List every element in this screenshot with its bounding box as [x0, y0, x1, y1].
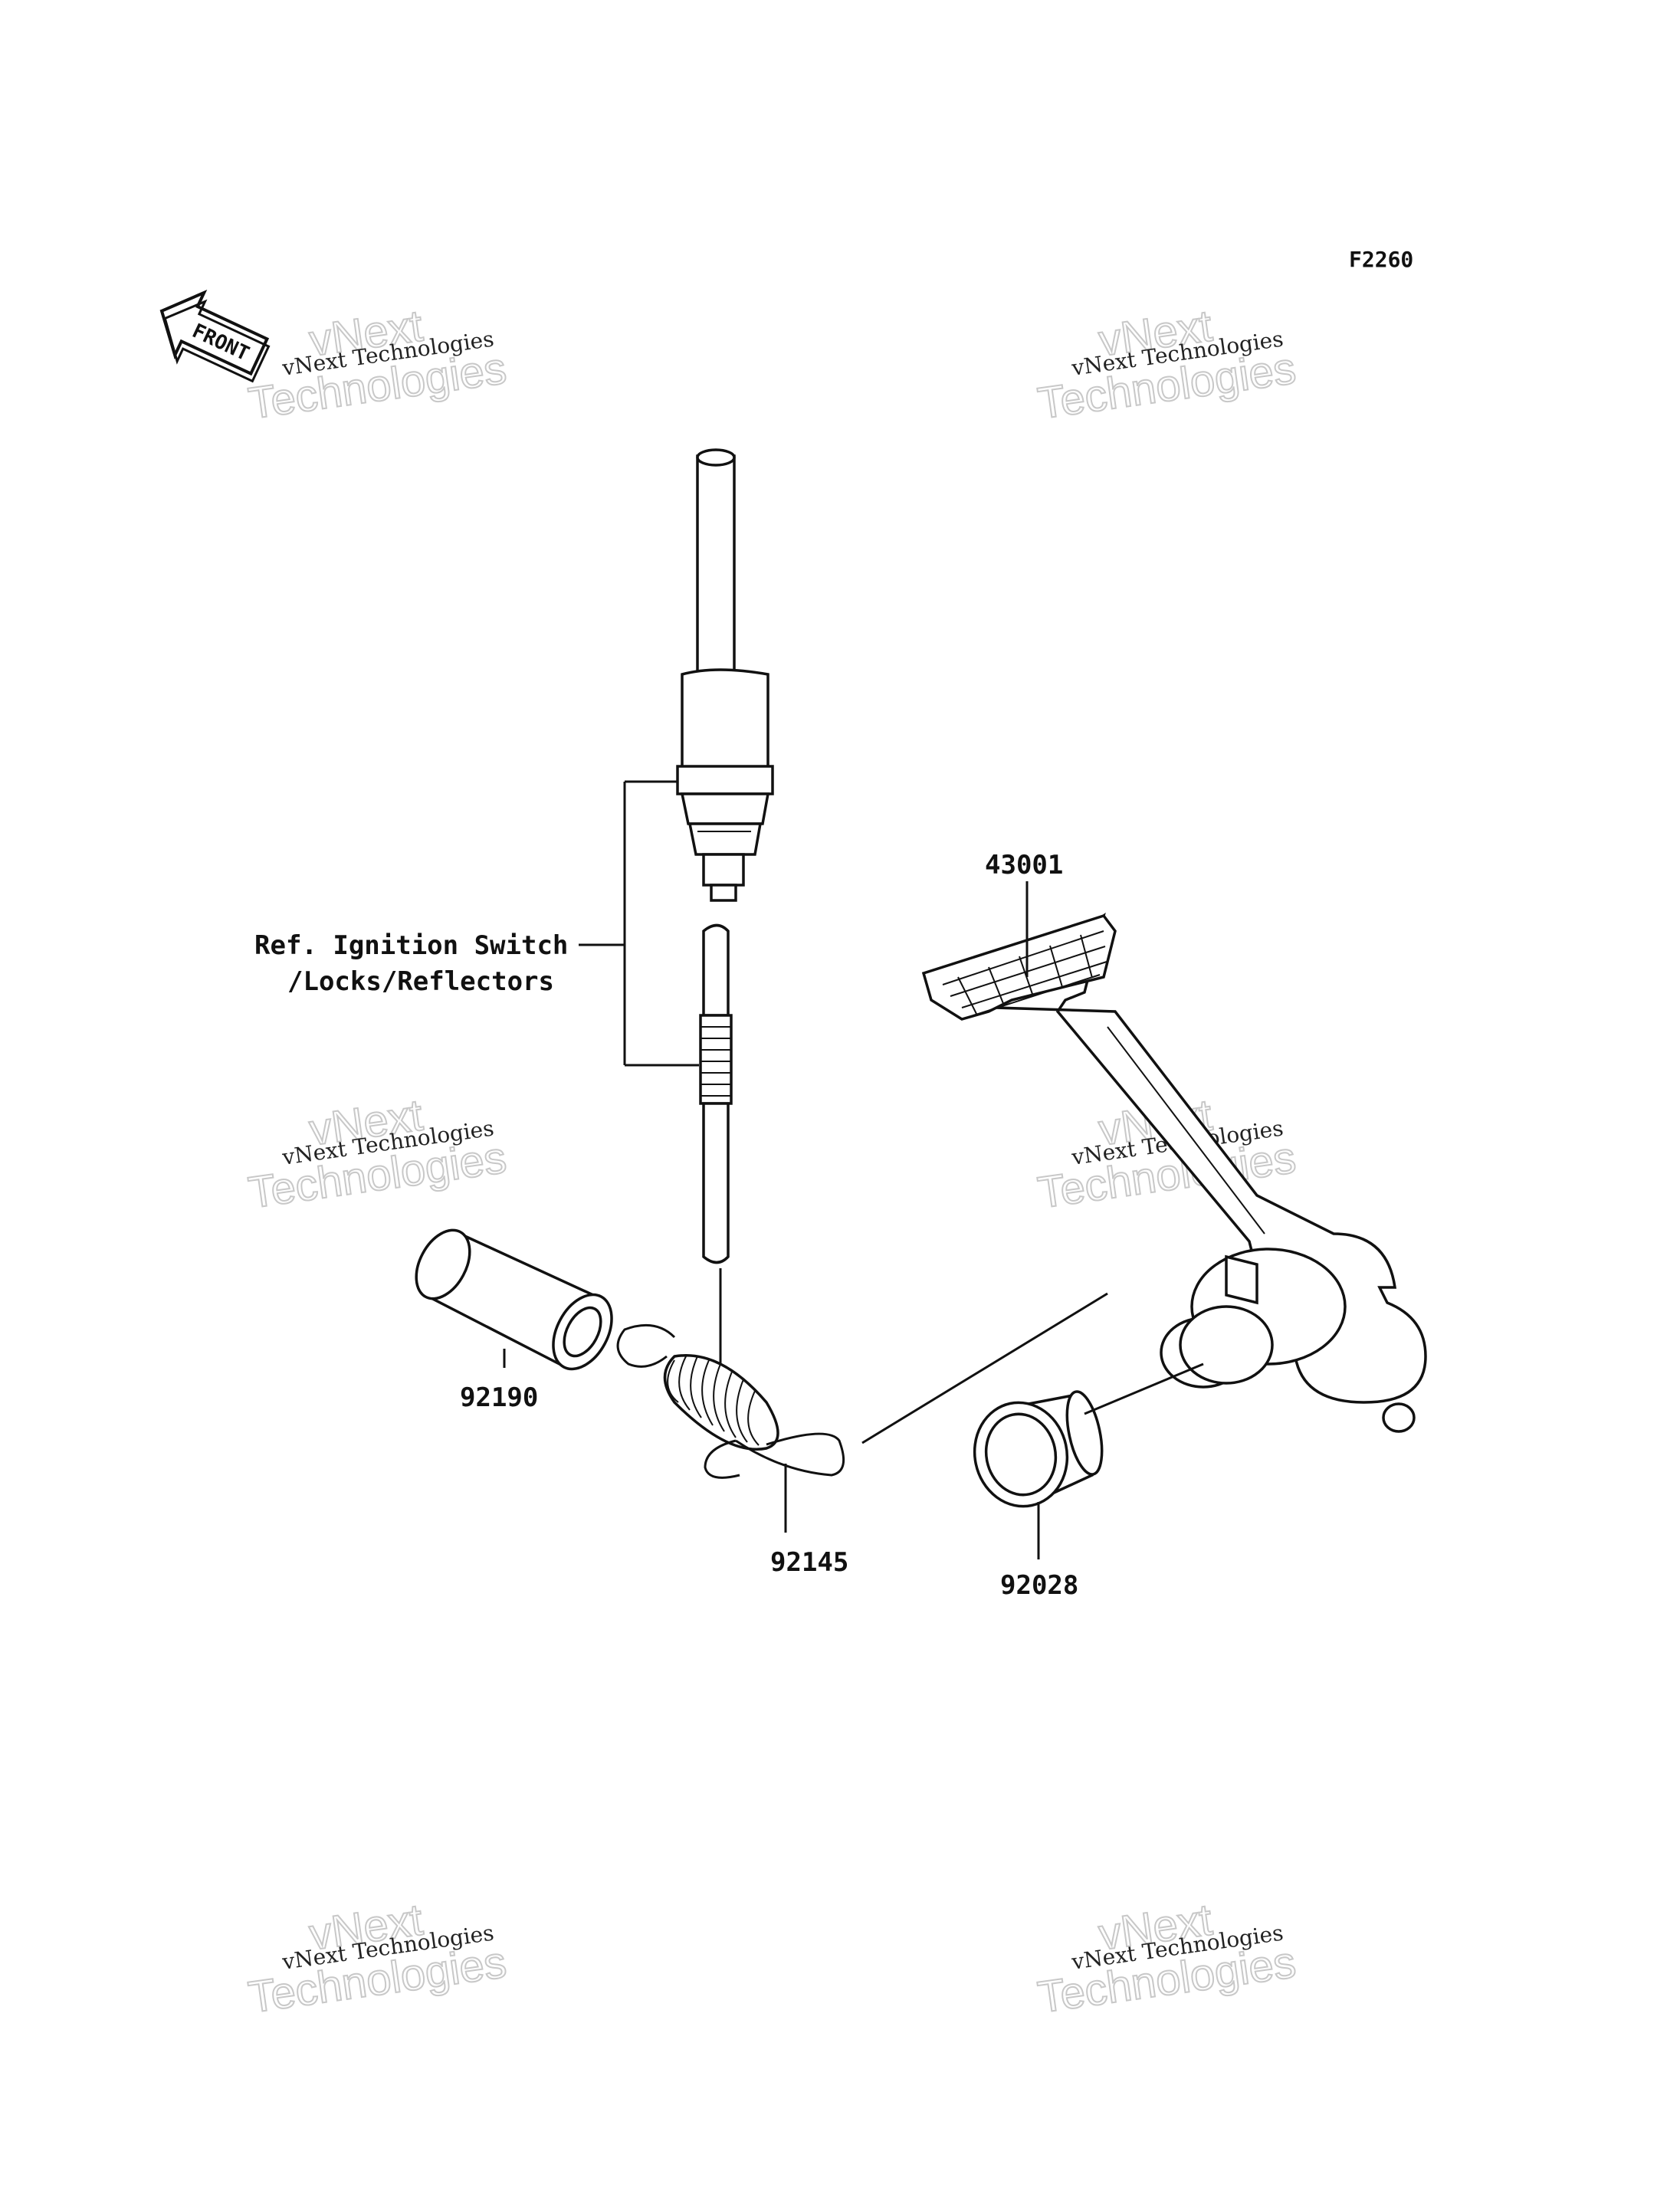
spring-coils [667, 1356, 760, 1446]
callout-43001: 43001 [985, 850, 1063, 880]
watermark-3: vNext vNext Technologies Technologies [244, 1089, 510, 1218]
return-spring [616, 1323, 845, 1479]
brake-pedal [921, 912, 1427, 1433]
watermark-6: vNext vNext Technologies Technologies [1034, 1894, 1299, 2023]
watermark-1: vNext vNext Technologies Technologies [244, 300, 510, 429]
callout-92028: 92028 [1000, 1570, 1078, 1601]
callout-92190: 92190 [460, 1382, 538, 1413]
watermark-2: vNext vNext Technologies Technologies [1034, 300, 1299, 429]
brake-light-switch [676, 448, 774, 902]
diagram-code: F2260 [1349, 247, 1413, 272]
spring-to-pedal-line [861, 1292, 1108, 1444]
ref-label-line2: /Locks/Reflectors [287, 966, 554, 997]
front-arrow-icon: FRONT [159, 289, 271, 383]
callout-92145: 92145 [770, 1547, 848, 1578]
switch-rod-upper [702, 923, 730, 1017]
watermark-5: vNext vNext Technologies Technologies [244, 1894, 510, 2023]
collar [415, 1228, 613, 1371]
bushing-to-pedal-line [1084, 1362, 1204, 1415]
ref-label-line1: Ref. Ignition Switch [254, 930, 568, 961]
bushing [973, 1390, 1104, 1508]
ref-bracket [579, 780, 699, 1067]
switch-spring [699, 1014, 733, 1105]
switch-rod-lower [702, 1102, 730, 1372]
